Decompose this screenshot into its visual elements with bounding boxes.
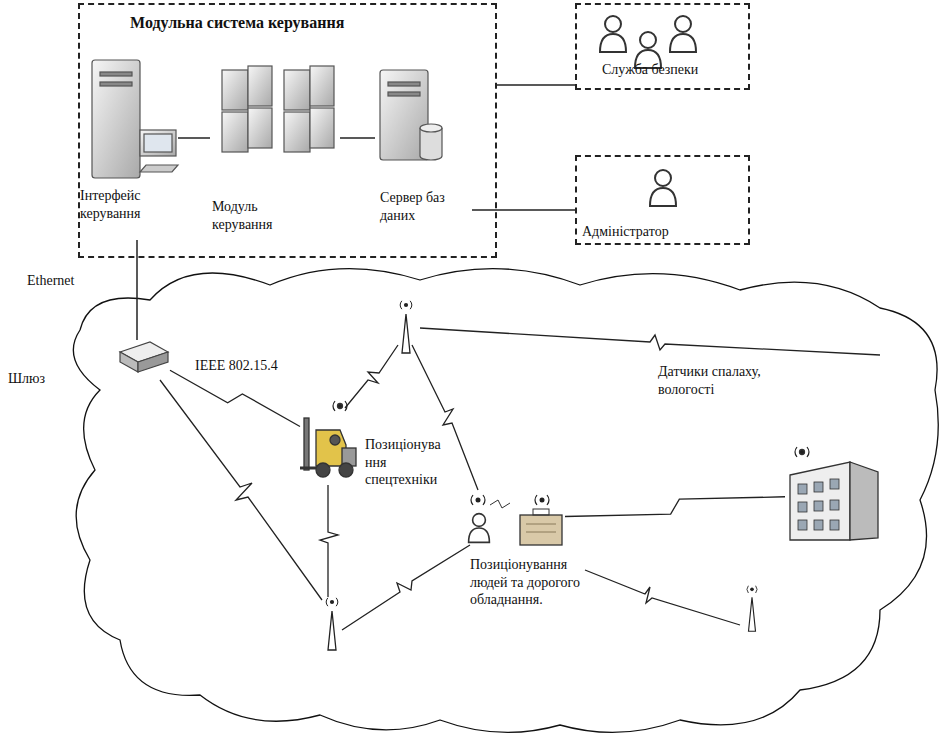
wire-link (178, 138, 210, 139)
people-node: Позиціонування людей та дорогого обладна… (465, 490, 565, 552)
vehicle-node: Позиціонува ння спецтехніки (300, 400, 358, 478)
gateway-icon (120, 342, 168, 372)
security-people-icon (600, 16, 696, 68)
wireless-link (565, 497, 785, 517)
node-label: Інтерфейс керування (80, 187, 178, 222)
wire-link (340, 138, 375, 139)
link-label: IEEE 802.15.4 (193, 357, 280, 375)
node-label: Позиціонува ння спецтехніки (365, 436, 453, 489)
wire-link (137, 240, 138, 340)
person-equipment-icon (469, 495, 562, 545)
module-node: Модуль керування (210, 65, 340, 240)
node-label: Шлюз (8, 370, 68, 388)
sensor-node: Датчики спалаху, вологості (785, 445, 880, 540)
wireless-link (170, 370, 300, 426)
forklift-icon (300, 401, 356, 477)
wire-link (472, 210, 575, 211)
group-title: Модульна система керування (130, 13, 460, 33)
node-label: Датчики спалаху, вологості (658, 363, 818, 398)
node-label: Сервер баз даних (380, 189, 468, 224)
system-box: Модульна система керуванняІнтерфейс керу… (78, 3, 497, 258)
database-server-icon (380, 70, 442, 160)
interface-node: Інтерфейс керування (80, 55, 178, 240)
gateway-node: Шлюз (118, 340, 170, 378)
admin-box: Адміністратор (575, 155, 750, 245)
node-label: Служба безпеки (602, 61, 742, 79)
wireless-link (160, 328, 880, 630)
admin-person-icon (650, 170, 676, 206)
antenna (747, 586, 757, 632)
node-label: Адміністратор (582, 223, 732, 241)
link-label: Ethernet (25, 272, 76, 290)
network-cloud (73, 269, 938, 733)
security-box: Служба безпеки (575, 3, 750, 90)
interface-server-icon (92, 60, 178, 178)
module-server-icon (222, 66, 334, 152)
node-label: Позиціонування людей та дорогого обладна… (470, 556, 580, 609)
database-node: Сервер баз даних (375, 65, 472, 245)
node-label: Модуль керування (212, 198, 302, 233)
wire-link (497, 85, 575, 86)
antenna (400, 301, 412, 353)
building-icon (790, 447, 878, 540)
antenna (326, 598, 338, 650)
